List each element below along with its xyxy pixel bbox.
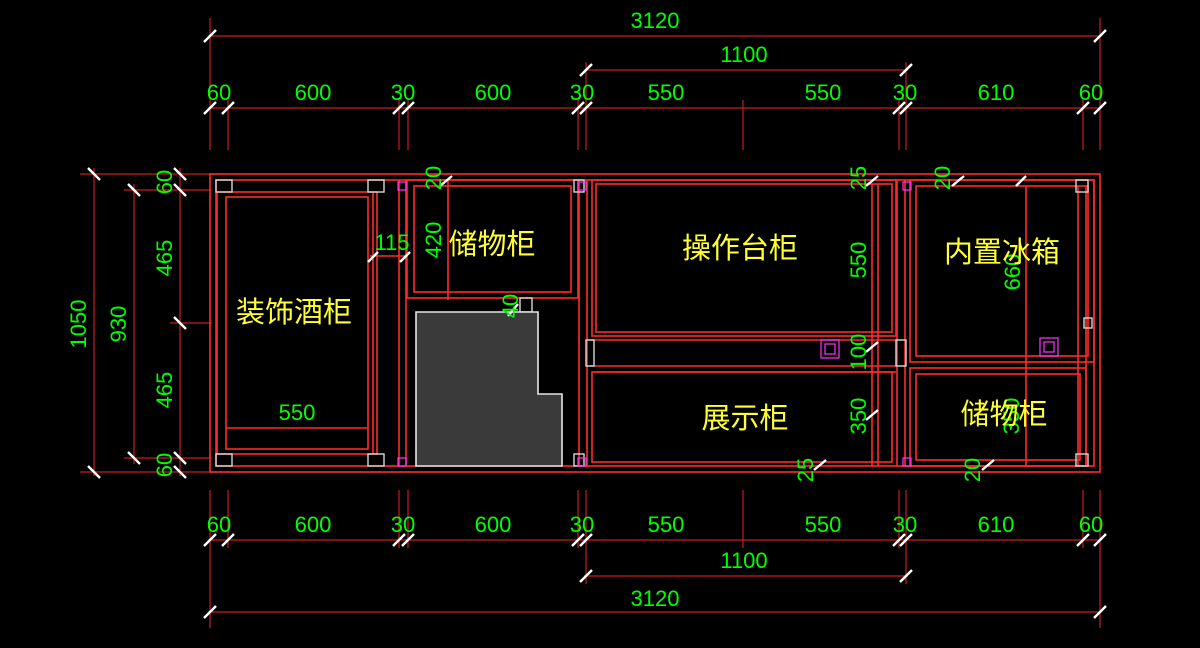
display-height-dimension: 350 (846, 398, 871, 435)
top-dimension-6: 550 (648, 80, 685, 105)
outlet-markers (397, 181, 1059, 467)
top-dimension-5: 30 (570, 80, 594, 105)
wine-width-dimension: 550 (279, 400, 316, 425)
mid-gap-dimension: 100 (846, 334, 871, 371)
left-inner-dimension: 930 (106, 306, 131, 343)
wine-cabinet-label: 装饰酒柜 (236, 295, 352, 329)
top-dimension-10: 60 (1079, 80, 1103, 105)
bottom-dimension-10: 60 (1079, 512, 1103, 537)
top-dimension-9: 610 (978, 80, 1015, 105)
bottom-dimension-lines (208, 490, 1102, 628)
bottom-dimension-9: 610 (978, 512, 1015, 537)
bottom-total-dimension: 3120 (631, 586, 680, 611)
top-sub-dimension: 1100 (720, 42, 767, 67)
bottom-dimension-6: 550 (648, 512, 685, 537)
left-part-lower: 465 (152, 372, 177, 409)
left-part-bottom-gap: 60 (152, 453, 177, 477)
storage-cabinet-2-label: 储物柜 (960, 397, 1047, 431)
bottom-dimension-7: 550 (805, 512, 842, 537)
left-dimension-ticks (87, 167, 187, 479)
top-dimension-8: 30 (893, 80, 917, 105)
counter-gap-dimension: 40 (498, 294, 523, 318)
store2-height-dimension: 350 (999, 398, 1024, 435)
wine-depth-dimension: 115 (374, 230, 409, 255)
counter-block (415, 311, 563, 467)
work-height-dimension: 550 (846, 242, 871, 279)
fridge-height-dimension: 660 (1000, 254, 1025, 291)
store2-gap-dimension: 20 (960, 458, 985, 482)
left-dimension-lines (80, 168, 212, 476)
top-total-dimension: 3120 (631, 8, 680, 33)
storage-gap-dimension: 20 (421, 166, 446, 190)
display-gap-dimension: 25 (793, 458, 818, 482)
bottom-dimension-2: 600 (295, 512, 332, 537)
top-dimension-2: 600 (295, 80, 332, 105)
left-total-dimension: 1050 (66, 300, 91, 349)
work-cabinet-label: 操作台柜 (682, 231, 798, 265)
inner-dimension-ticks (367, 175, 1027, 471)
bottom-sub-dimension: 1100 (720, 548, 767, 573)
cabinet-outlines (209, 173, 1101, 473)
left-part-upper: 465 (152, 240, 177, 277)
bottom-dimension-4: 600 (475, 512, 512, 537)
top-dimension-3: 30 (391, 80, 415, 105)
bottom-dimension-5: 30 (570, 512, 594, 537)
fridge-label: 内置冰箱 (944, 235, 1060, 269)
top-dimension-ticks (203, 29, 1107, 115)
top-dimension-7: 550 (805, 80, 842, 105)
bottom-dimension-8: 30 (893, 512, 917, 537)
cabinet-details (215, 179, 1093, 467)
bottom-dimension-3: 30 (391, 512, 415, 537)
storage-height-dimension: 420 (421, 222, 446, 259)
top-dimension-1: 60 (207, 80, 231, 105)
display-cabinet-label: 展示柜 (701, 401, 788, 435)
work-gap-dimension: 25 (846, 166, 871, 190)
top-dimension-4: 600 (475, 80, 512, 105)
bottom-dimension-ticks (203, 533, 1107, 619)
fridge-gap-dimension: 20 (930, 166, 955, 190)
bottom-dimension-1: 60 (207, 512, 231, 537)
left-part-top-gap: 60 (152, 170, 177, 194)
storage-cabinet-label: 储物柜 (448, 227, 535, 261)
